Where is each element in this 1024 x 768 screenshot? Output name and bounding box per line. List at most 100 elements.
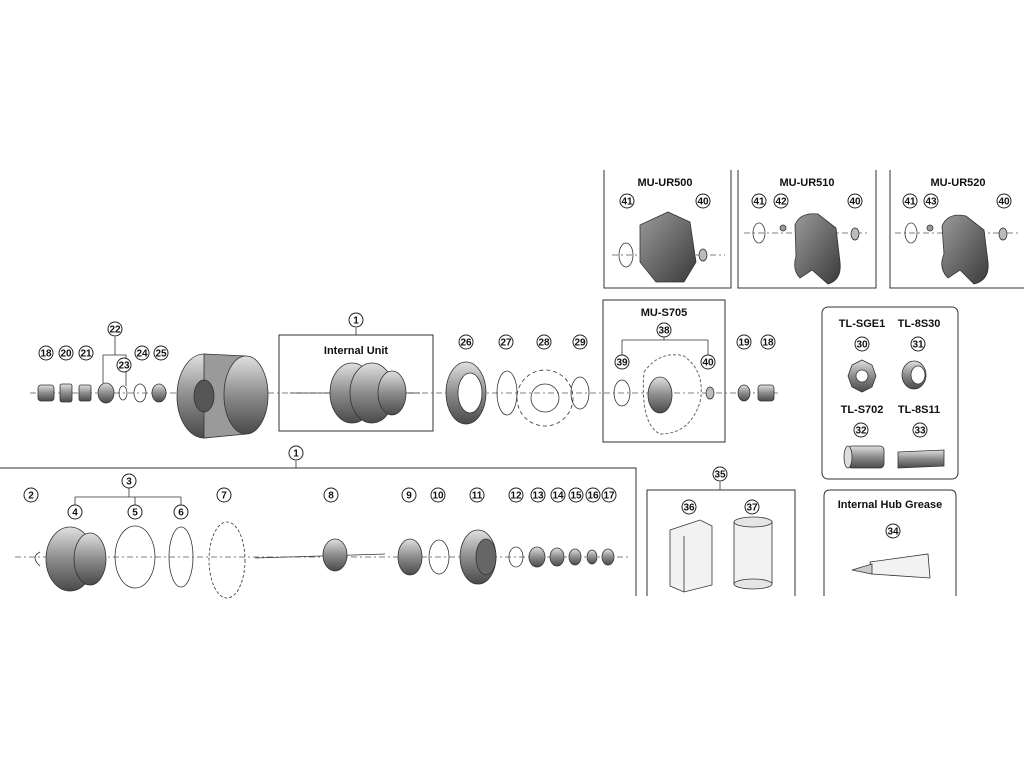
svg-text:27: 27 bbox=[500, 338, 512, 349]
part-8-axle-assembly bbox=[254, 538, 386, 572]
part-24-washer bbox=[133, 383, 147, 403]
part-43-ball bbox=[926, 224, 934, 232]
svg-text:37: 37 bbox=[746, 503, 758, 514]
svg-text:7: 7 bbox=[221, 491, 227, 502]
svg-text:28: 28 bbox=[538, 338, 550, 349]
part-32-tl-s702 bbox=[843, 445, 885, 469]
svg-text:41: 41 bbox=[621, 197, 633, 208]
callout-16: 16 bbox=[585, 487, 601, 503]
callout-19: 19 bbox=[736, 334, 752, 350]
part-33-tl-8s11 bbox=[897, 449, 945, 469]
part-37-grease-tub bbox=[733, 516, 773, 590]
svg-text:30: 30 bbox=[856, 340, 868, 351]
callout-42: 42 bbox=[773, 193, 789, 209]
callout-23: 23 bbox=[116, 357, 132, 373]
part-30-tl-sge1 bbox=[847, 359, 877, 393]
svg-text:13: 13 bbox=[532, 491, 544, 502]
svg-text:43: 43 bbox=[925, 197, 937, 208]
part-16-washer bbox=[586, 549, 598, 565]
svg-text:40: 40 bbox=[998, 197, 1010, 208]
frame-hub-components bbox=[0, 467, 637, 596]
svg-text:16: 16 bbox=[587, 491, 599, 502]
part-36-grease-box bbox=[669, 519, 713, 593]
svg-text:26: 26 bbox=[460, 338, 472, 349]
callout-17: 17 bbox=[601, 487, 617, 503]
part-38-motor-unit bbox=[642, 354, 702, 435]
svg-text:6: 6 bbox=[178, 508, 184, 519]
part-mu-ur510-body bbox=[794, 213, 841, 285]
part-42-ball bbox=[779, 224, 787, 232]
callout-20: 20 bbox=[58, 345, 74, 361]
callout-37: 37 bbox=[744, 499, 760, 515]
part-21-washer bbox=[78, 384, 92, 402]
callout-26: 26 bbox=[458, 334, 474, 350]
callout-5: 5 bbox=[127, 504, 143, 520]
frame-mu-ur500 bbox=[603, 170, 732, 289]
title-tl-s702: TL-S702 bbox=[841, 404, 884, 416]
callout-7: 7 bbox=[216, 487, 232, 503]
part-28-sprocket bbox=[516, 369, 574, 427]
svg-text:24: 24 bbox=[136, 349, 148, 360]
part-hub-shell bbox=[176, 353, 269, 439]
svg-text:4: 4 bbox=[72, 508, 78, 519]
callout-43: 43 bbox=[923, 193, 939, 209]
part-11-driver bbox=[459, 529, 497, 585]
callout-40-ur510: 40 bbox=[847, 193, 863, 209]
svg-text:18: 18 bbox=[762, 338, 774, 349]
callout-14: 14 bbox=[550, 487, 566, 503]
svg-text:40: 40 bbox=[697, 197, 709, 208]
part-41-washer-ur510 bbox=[752, 222, 766, 244]
callout-18-left: 18 bbox=[38, 345, 54, 361]
callout-1-bottom: 1 bbox=[288, 445, 304, 461]
part-40-nut-ur520 bbox=[998, 227, 1008, 241]
callout-13: 13 bbox=[530, 487, 546, 503]
frame-tools bbox=[821, 306, 959, 480]
part-20-nut bbox=[59, 383, 73, 403]
part-23-ring bbox=[118, 385, 128, 401]
svg-text:19: 19 bbox=[738, 338, 750, 349]
svg-text:1: 1 bbox=[293, 449, 299, 460]
callout-8: 8 bbox=[323, 487, 339, 503]
callout-22: 22 bbox=[107, 321, 123, 337]
part-7-pawl-ring bbox=[208, 521, 246, 599]
callout-4: 4 bbox=[67, 504, 83, 520]
frame-internal-hub-grease bbox=[823, 489, 957, 596]
part-19-nut-right bbox=[737, 384, 751, 402]
title-mu-ur520: MU-UR520 bbox=[930, 177, 985, 189]
svg-text:2: 2 bbox=[28, 491, 34, 502]
callout-21: 21 bbox=[78, 345, 94, 361]
part-25-locknut bbox=[151, 383, 167, 403]
callout-10: 10 bbox=[430, 487, 446, 503]
part-29-dust-cap bbox=[570, 376, 590, 410]
svg-text:1: 1 bbox=[353, 316, 359, 327]
leader-c3 bbox=[74, 488, 182, 505]
svg-text:8: 8 bbox=[328, 491, 334, 502]
title-internal-hub-grease: Internal Hub Grease bbox=[838, 499, 943, 511]
part-mu-ur520-body bbox=[941, 214, 989, 285]
parts bbox=[34, 211, 1008, 599]
svg-text:41: 41 bbox=[904, 197, 916, 208]
part-2-clip bbox=[34, 551, 41, 567]
svg-text:3: 3 bbox=[126, 477, 132, 488]
svg-text:39: 39 bbox=[616, 358, 628, 369]
part-26-dust-cap bbox=[445, 361, 487, 425]
frame-mu-s705 bbox=[602, 299, 726, 443]
part-mu-ur500-body bbox=[639, 211, 697, 283]
callout-31: 31 bbox=[910, 336, 926, 352]
svg-text:21: 21 bbox=[80, 349, 92, 360]
callout-40-s705: 40 bbox=[700, 354, 716, 370]
svg-text:10: 10 bbox=[432, 491, 444, 502]
callout-33: 33 bbox=[912, 422, 928, 438]
callouts: 41 40 41 42 40 41 43 40 1 22 18 20 21 23… bbox=[23, 193, 1012, 539]
part-40-nut-ur500 bbox=[698, 248, 708, 262]
callout-25: 25 bbox=[153, 345, 169, 361]
frame-mu-ur510 bbox=[737, 170, 877, 289]
callout-15: 15 bbox=[568, 487, 584, 503]
callout-11: 11 bbox=[469, 487, 485, 503]
callout-24: 24 bbox=[134, 345, 150, 361]
callout-40-ur500: 40 bbox=[695, 193, 711, 209]
part-41-washer-ur520 bbox=[904, 222, 918, 244]
title-mu-s705: MU-S705 bbox=[641, 307, 687, 319]
part-internal-unit bbox=[290, 362, 420, 424]
title-tl-8s11: TL-8S11 bbox=[898, 404, 940, 416]
